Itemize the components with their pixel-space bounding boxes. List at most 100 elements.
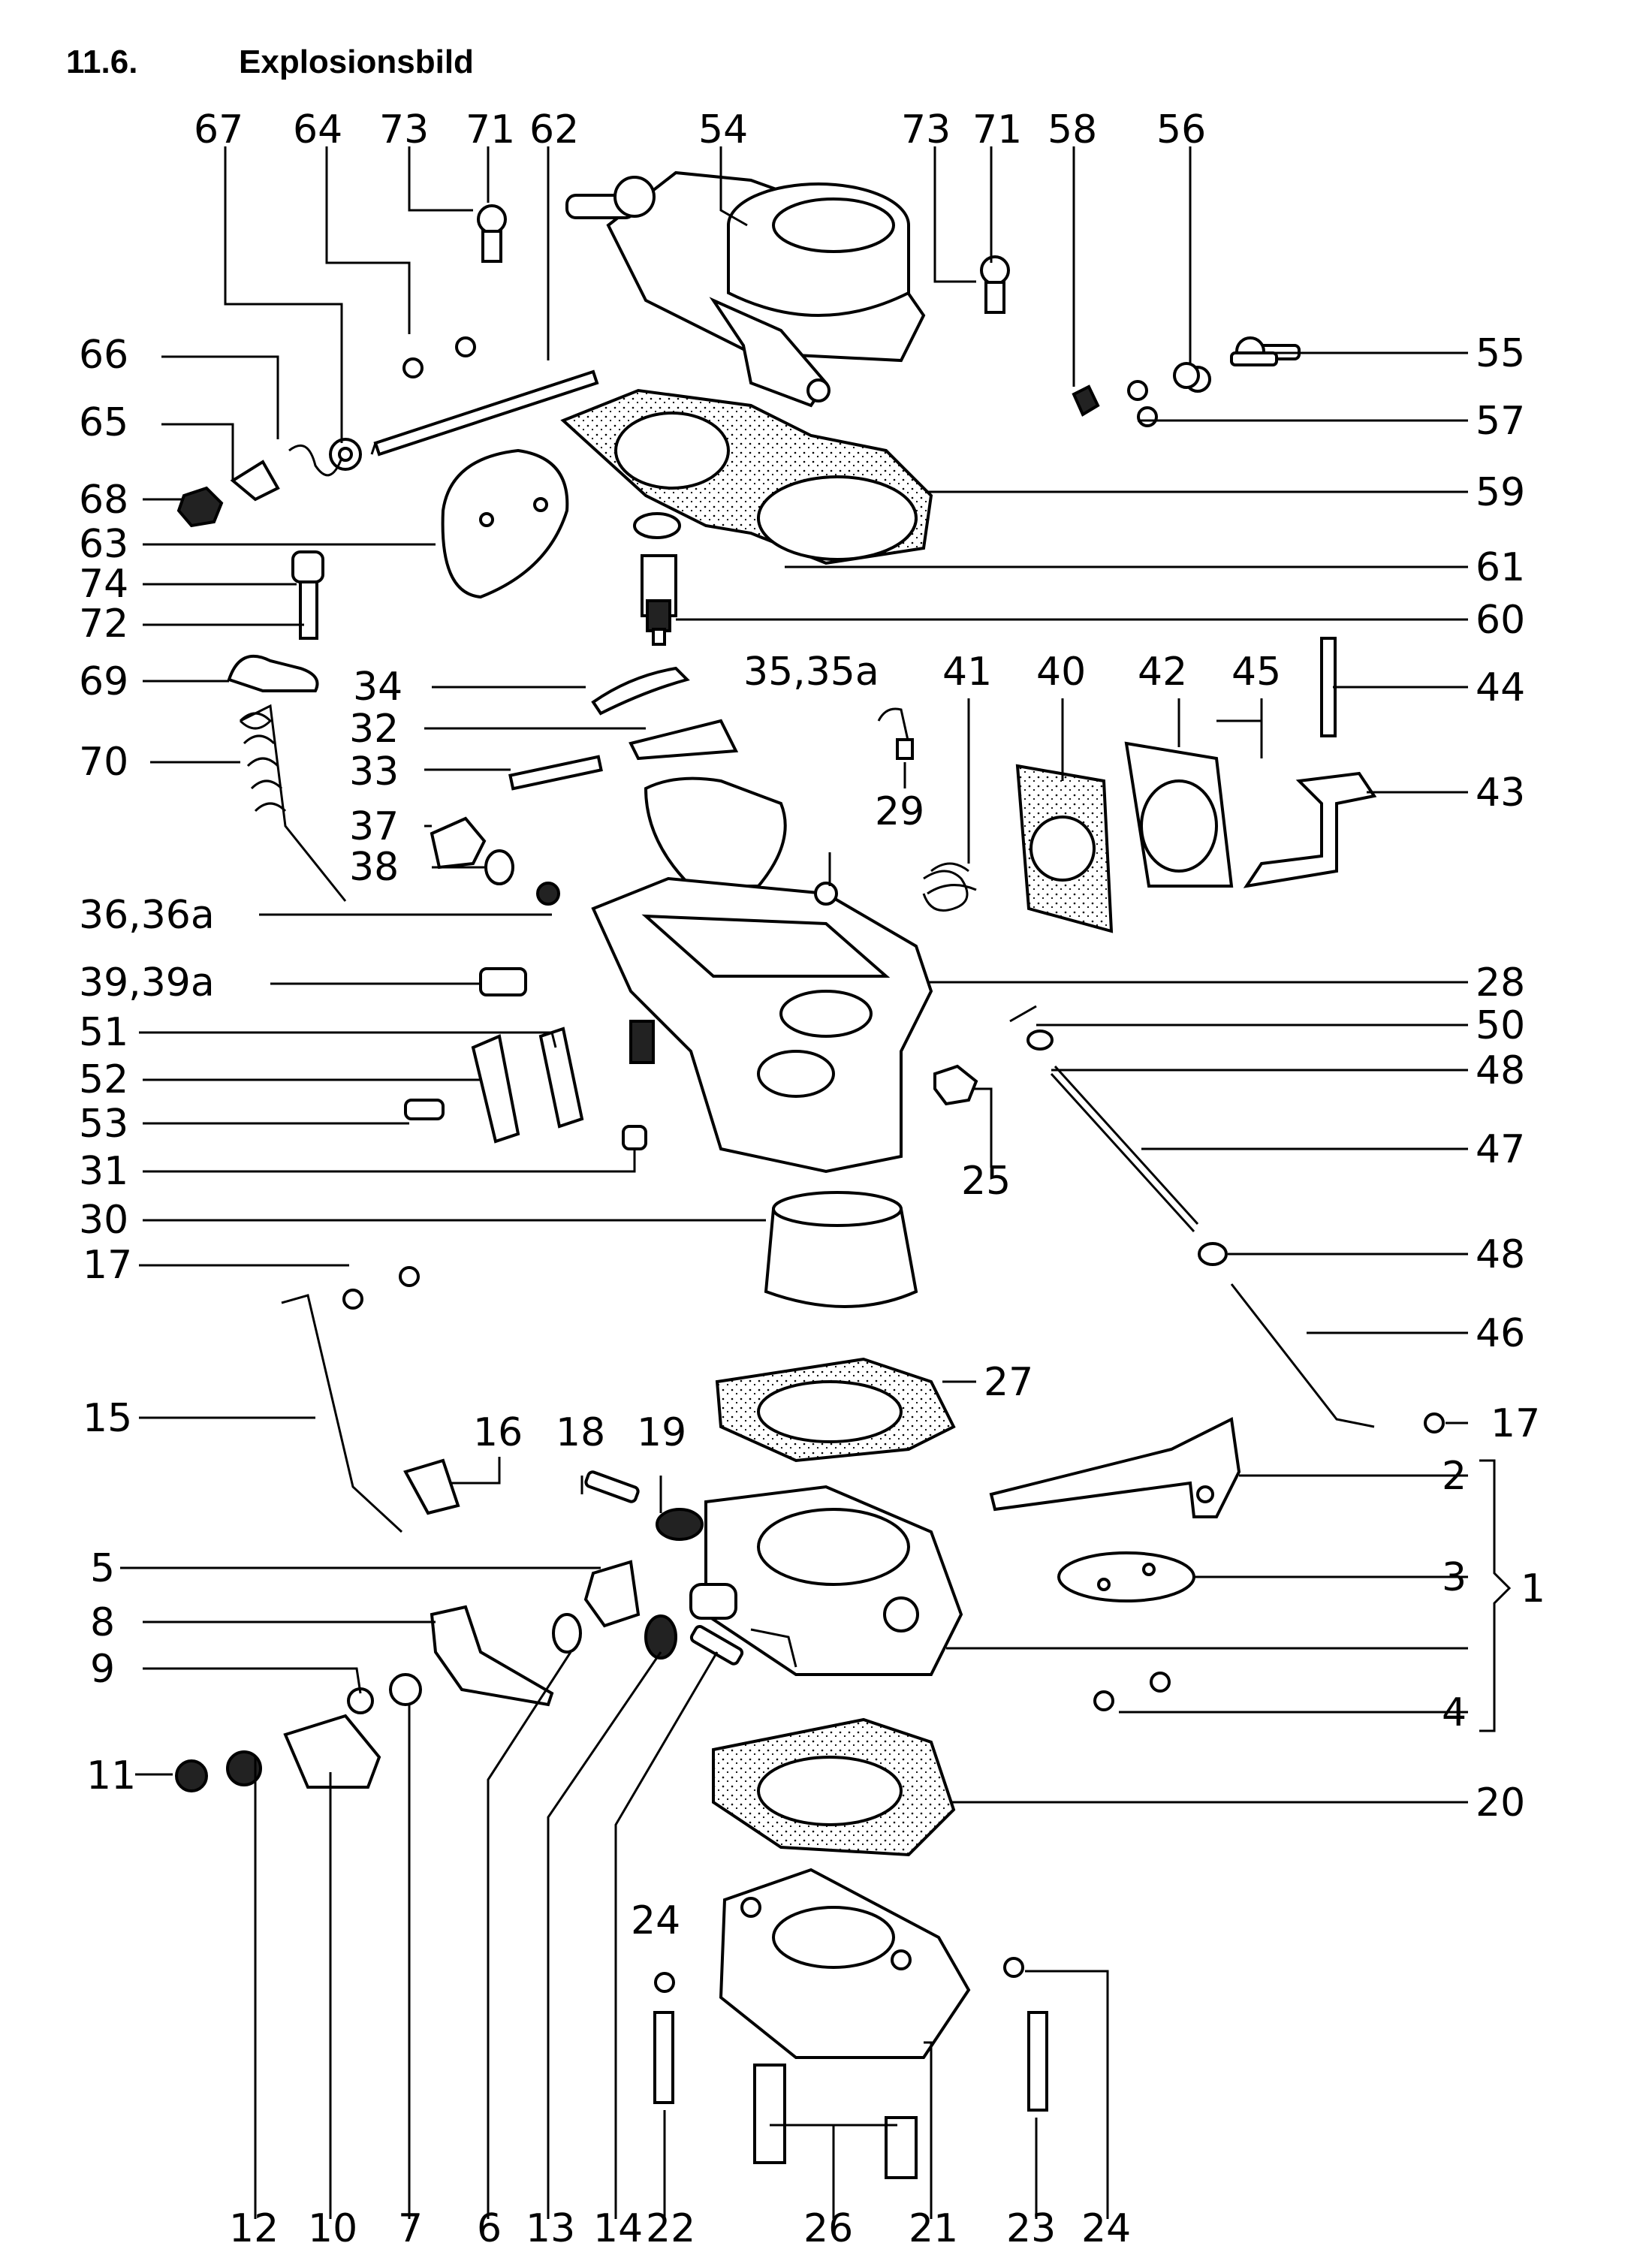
part-69-70-clip-and-spring (227, 654, 347, 902)
callout-24-upper: 24 (631, 1898, 680, 1943)
callout-58: 58 (1048, 107, 1097, 152)
callout-30: 30 (79, 1198, 128, 1243)
callout-74: 74 (79, 562, 128, 607)
callout-71: 71 (466, 107, 515, 152)
callout-62: 62 (529, 107, 579, 152)
part-15-16-17-links (281, 1266, 1445, 1533)
callout-46: 46 (1476, 1311, 1525, 1356)
part-61-60-needle-valve (633, 512, 681, 646)
part-59-top-gasket (560, 388, 933, 565)
callout-61: 61 (1476, 545, 1525, 590)
callout-12: 12 (229, 2206, 279, 2249)
part-2-3-4-throttle-shaft-plate-screws (989, 1416, 1241, 1711)
callout-34: 34 (353, 665, 402, 710)
callout-69: 69 (79, 659, 128, 704)
callout-68: 68 (79, 478, 128, 523)
section-number: 11.6. (66, 44, 138, 80)
part-5-6-8-9-7-10-11-12-levers (175, 1560, 641, 1792)
callout-59: 59 (1476, 470, 1525, 515)
callout-72: 72 (79, 601, 128, 647)
callout-37: 37 (349, 804, 399, 849)
part-58-57-56-55-washers-and-screw (1072, 351, 1278, 417)
part-37-38-36-39-plugs (430, 816, 560, 996)
part-18-19-14-13-screws (584, 1470, 744, 1666)
callout-3: 3 (1442, 1555, 1467, 1600)
callout-22: 22 (646, 2206, 695, 2249)
callout-17-left: 17 (83, 1243, 132, 1288)
part-20-flange-gasket (712, 1717, 956, 1857)
callout-63: 63 (79, 522, 128, 567)
callout-18: 18 (556, 1410, 605, 1455)
callout-44: 44 (1476, 665, 1525, 710)
callout-40: 40 (1036, 650, 1086, 695)
callout-20: 20 (1476, 1780, 1525, 1825)
leader-lines (120, 146, 1512, 2219)
callout-5: 5 (90, 1546, 115, 1591)
callout-47: 47 (1476, 1127, 1525, 1172)
callout-labels: 67 64 73 71 62 54 73 71 58 56 66 65 68 6… (79, 107, 1545, 2249)
callout-41: 41 (942, 650, 992, 695)
page-title: Explosionsbild (239, 44, 474, 80)
callout-52: 52 (79, 1057, 128, 1102)
callout-64: 64 (293, 107, 342, 152)
callout-27: 27 (984, 1360, 1033, 1405)
callout-19: 19 (637, 1410, 686, 1455)
part-35-29-41-40-42-accelerator-pump (814, 707, 1234, 933)
part-28-float-chamber-body (591, 876, 933, 1174)
callout-53: 53 (79, 1102, 128, 1147)
callout-1: 1 (1521, 1566, 1545, 1611)
callout-43: 43 (1476, 770, 1525, 815)
callout-55: 55 (1476, 331, 1525, 376)
part-25-nut (933, 1064, 978, 1106)
callout-38: 38 (349, 845, 399, 890)
callout-25: 25 (961, 1159, 1011, 1204)
callout-33: 33 (349, 749, 399, 794)
callout-14: 14 (593, 2206, 643, 2249)
callout-15: 15 (83, 1396, 132, 1441)
callout-57: 57 (1476, 399, 1525, 444)
part-63-throttle-plate (441, 448, 569, 599)
callout-42: 42 (1138, 650, 1187, 695)
callout-48-lower: 48 (1476, 1232, 1525, 1277)
part-74-72-screw (291, 550, 324, 640)
callout-36-36a: 36,36a (79, 893, 215, 938)
callout-2: 2 (1442, 1454, 1467, 1499)
part-62-throttle-shaft (370, 369, 599, 457)
callout-48-upper: 48 (1476, 1048, 1525, 1093)
part-51-52-53-31-brackets (404, 1027, 647, 1150)
callout-6: 6 (477, 2206, 502, 2249)
callout-4: 4 (1442, 1690, 1467, 1735)
part-21-flange (719, 1868, 971, 2059)
callout-39-39a: 39,39a (79, 960, 215, 1005)
callout-54: 54 (698, 107, 748, 152)
callout-67: 67 (194, 107, 243, 152)
callout-17-right: 17 (1491, 1401, 1540, 1446)
callout-24-bottom: 24 (1081, 2206, 1131, 2249)
callout-10: 10 (308, 2206, 357, 2249)
callout-60: 60 (1476, 598, 1525, 643)
callout-66: 66 (79, 333, 128, 378)
callout-13: 13 (526, 2206, 575, 2249)
callout-35-35a: 35,35a (743, 650, 879, 695)
callout-23: 23 (1006, 2206, 1056, 2249)
callout-16: 16 (473, 1410, 523, 1455)
callout-26: 26 (803, 2206, 853, 2249)
callout-73: 73 (379, 107, 429, 152)
callout-51: 51 (79, 1010, 128, 1055)
part-34-32-33-choke-parts (508, 666, 787, 888)
part-30-venturi (764, 1191, 918, 1308)
callout-28: 28 (1476, 960, 1525, 1005)
part-22-23-24-26-bolts-and-studs (653, 1957, 1048, 2179)
callout-32: 32 (349, 707, 399, 752)
callout-21: 21 (909, 2206, 958, 2249)
callout-45: 45 (1231, 650, 1281, 695)
callout-73-right: 73 (901, 107, 951, 152)
part-1-throttle-body (689, 1485, 963, 1676)
part-50-48-47-48-46-pump-linkage (1009, 1005, 1375, 1428)
callout-70: 70 (79, 740, 128, 785)
callout-11: 11 (86, 1753, 136, 1798)
callout-31: 31 (79, 1149, 128, 1194)
callout-65: 65 (79, 400, 128, 445)
